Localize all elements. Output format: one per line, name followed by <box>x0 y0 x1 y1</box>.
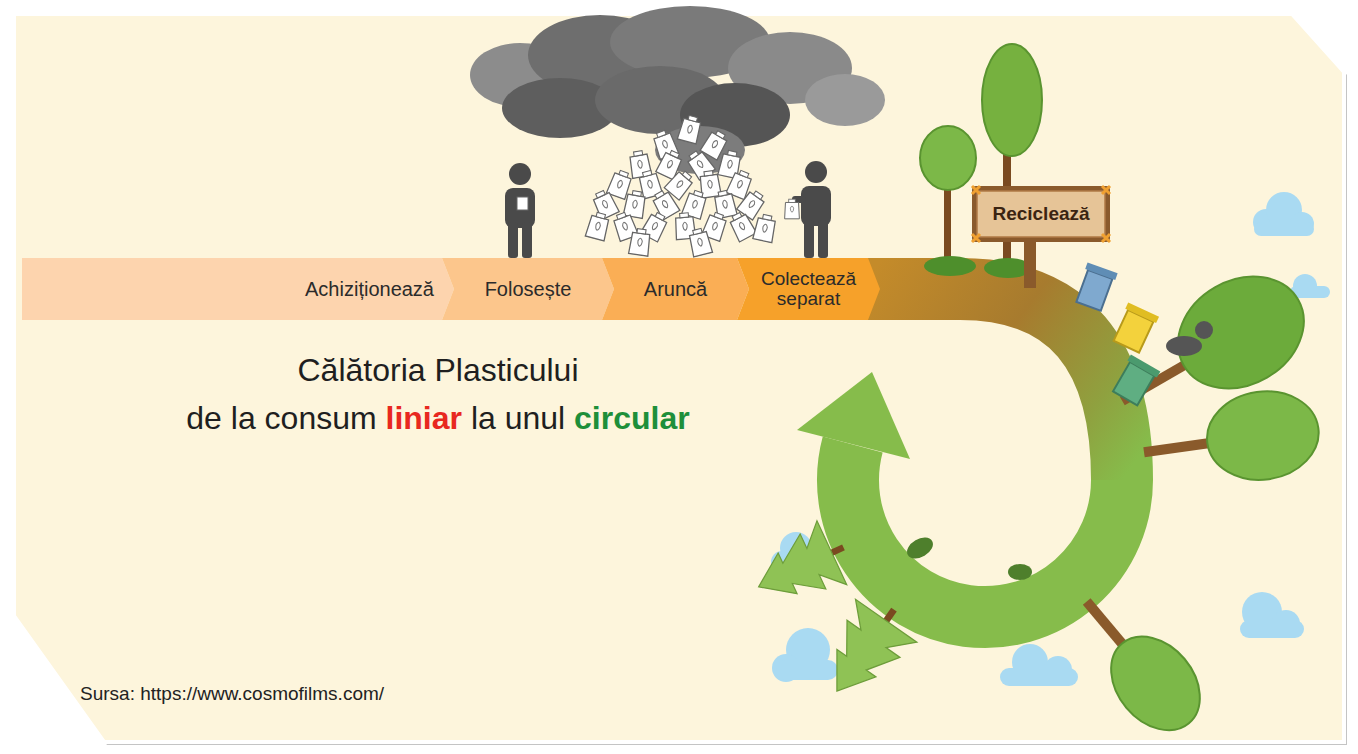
waste-bag <box>687 227 712 257</box>
recycling-bin <box>1111 302 1159 354</box>
title-word: consum <box>265 400 377 436</box>
sign-face <box>977 191 1105 237</box>
person-head <box>509 163 531 185</box>
waste-pile <box>585 114 777 257</box>
recycle-ring <box>848 445 1122 618</box>
held-item <box>517 197 528 210</box>
flow-step: Achiziționează <box>22 258 442 320</box>
cloud-base <box>1254 222 1314 236</box>
person-figure <box>505 163 535 258</box>
sign-nail <box>972 234 980 242</box>
bin-lid <box>1125 302 1159 323</box>
waste-bag <box>727 210 756 242</box>
chevron-fill <box>602 258 749 320</box>
pine-tree <box>806 588 924 712</box>
title-word: la <box>471 400 496 436</box>
tree <box>920 126 976 275</box>
title-word: Plasticului <box>434 352 578 388</box>
step-label: Colectează separat <box>752 269 865 309</box>
person-body <box>505 188 535 228</box>
tree-crown <box>1158 254 1324 410</box>
bin-lid <box>1127 354 1160 377</box>
step-label: Achiziționează <box>305 279 434 300</box>
title-word: liniar <box>386 400 462 436</box>
small-tree <box>903 533 936 563</box>
pine-tree <box>744 515 859 618</box>
step-label: Aruncă <box>644 279 707 300</box>
held-bag <box>785 199 800 219</box>
recycling-bin <box>1110 354 1160 407</box>
waste-bag <box>623 190 647 219</box>
sign-frame <box>972 186 1110 242</box>
ring-arrowhead <box>797 372 910 459</box>
tree-crown <box>1201 384 1324 487</box>
person-figure <box>785 161 831 258</box>
node-content: Reciclează <box>986 186 1096 242</box>
cloud-base <box>1240 620 1304 638</box>
sign-board: Reciclează <box>972 186 1110 242</box>
small-tree <box>1008 564 1032 580</box>
step-label: Reciclează <box>992 204 1089 224</box>
sign-nail <box>972 186 980 194</box>
grass-tuft <box>924 256 976 276</box>
sign-nail <box>1102 186 1110 194</box>
smoke-puff <box>805 74 885 126</box>
flow-step: Colectează separat <box>737 258 868 320</box>
person-body <box>801 186 831 226</box>
diagram-title: Călătoria Plasticului de la consum linia… <box>80 346 796 442</box>
node-content: Colectează separat <box>752 258 865 320</box>
title-word: la <box>231 400 256 436</box>
tree-crown <box>982 44 1042 156</box>
title-word: circular <box>574 400 690 436</box>
chevron-fill <box>737 258 880 320</box>
worker-body <box>1166 336 1202 356</box>
cloud-base <box>1000 668 1078 686</box>
sign-post <box>1024 238 1036 288</box>
title-word: unul <box>505 400 566 436</box>
smoke-cloud <box>470 6 885 174</box>
tree-crown <box>1093 619 1218 748</box>
recycling-bin <box>1074 262 1118 311</box>
waste-bag <box>677 114 702 144</box>
person-head <box>805 161 827 183</box>
tree-crown <box>920 126 976 190</box>
person-leg <box>818 220 828 258</box>
source-note: Sursa: https://www.cosmofilms.com/ <box>80 683 384 705</box>
step-label: Folosește <box>485 279 572 300</box>
person-leg <box>508 222 518 258</box>
person-leg <box>522 222 532 258</box>
waste-bag <box>585 211 610 241</box>
node-content: Achiziționează <box>30 258 434 320</box>
panel <box>14 14 1344 742</box>
chevron-fill <box>442 258 614 320</box>
cloud-base <box>776 660 838 680</box>
flow-step: Aruncă <box>602 258 737 320</box>
title-word: Călătoria <box>297 352 425 388</box>
waste-bag <box>650 188 680 220</box>
waste-bag <box>629 228 652 256</box>
sign-nail <box>1102 234 1110 242</box>
waste-bag <box>753 213 777 242</box>
bin-lid <box>1085 262 1117 280</box>
tree-trunk <box>1143 437 1216 457</box>
node-content: Aruncă <box>618 258 733 320</box>
worker-head <box>1195 321 1213 339</box>
chevron-fill <box>22 258 454 320</box>
flow-step: Folosește <box>442 258 602 320</box>
node-content: Folosește <box>458 258 598 320</box>
tree <box>1058 577 1218 748</box>
tree <box>1138 384 1325 496</box>
person-leg <box>804 220 814 258</box>
title-word: de <box>186 400 222 436</box>
